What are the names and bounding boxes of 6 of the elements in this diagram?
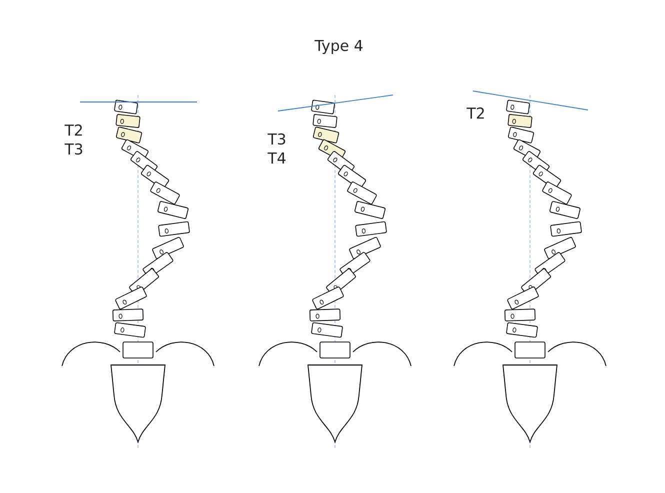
vertebra-label: T3 <box>268 133 286 145</box>
vertebra-label: T3 <box>64 143 82 155</box>
vertebra-label: T4 <box>268 152 286 164</box>
vertebra-label: T2 <box>64 124 82 136</box>
vertebra-label: T2 <box>466 107 484 119</box>
title: Type 4 <box>314 40 363 54</box>
